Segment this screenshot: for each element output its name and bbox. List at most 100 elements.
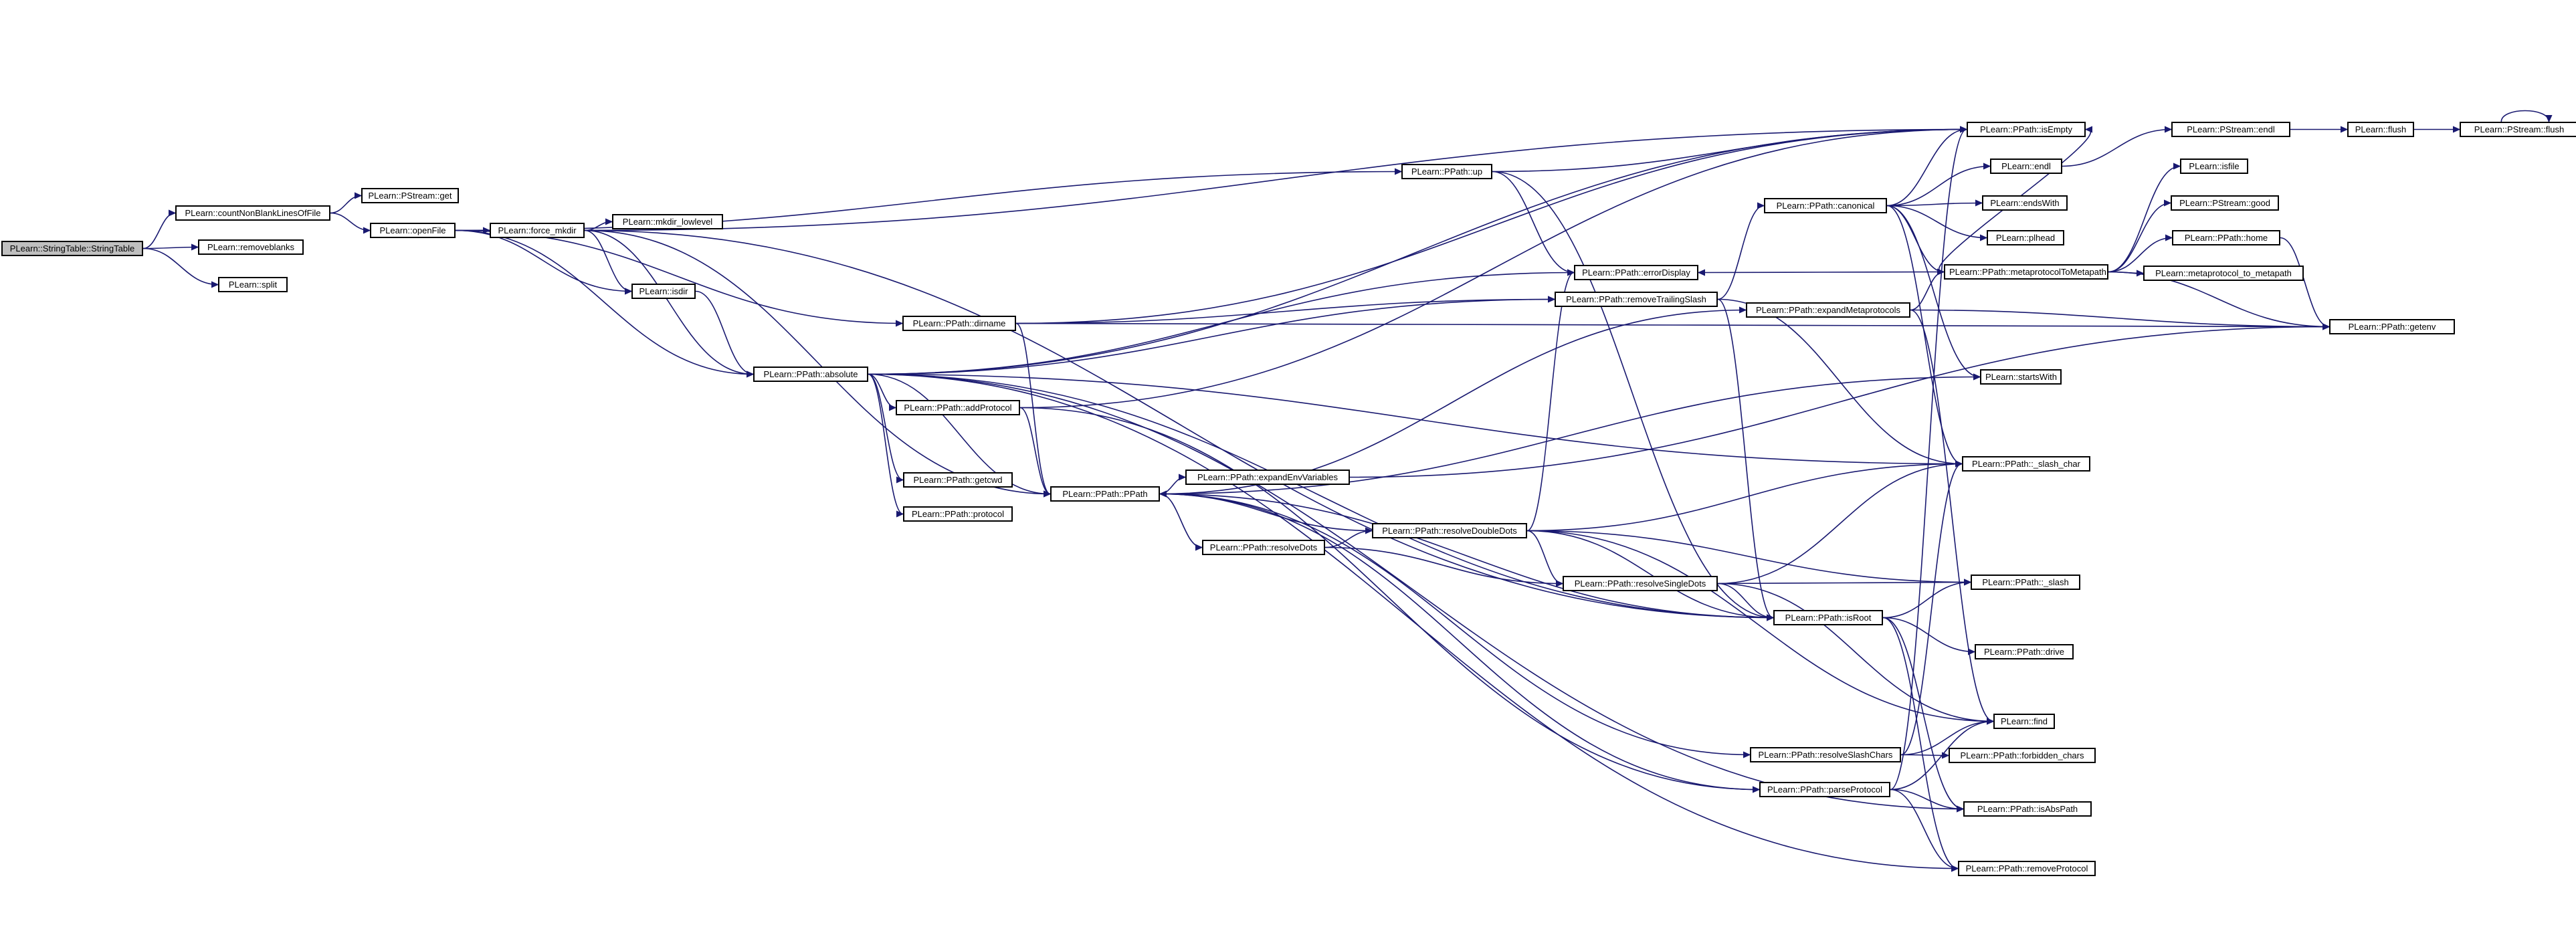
edge-countnonblank-to-pstream_get: [330, 196, 361, 214]
node-openfile[interactable]: PLearn::openFile: [370, 223, 456, 238]
edge-stringtable-to-split: [142, 247, 218, 285]
node-getenv[interactable]: PLearn::PPath::getenv: [2329, 319, 2455, 334]
edge-ppath-to-parseprotocol: [1159, 493, 1759, 790]
node-split[interactable]: PLearn::split: [218, 277, 288, 292]
node-isroot[interactable]: PLearn::PPath::isRoot: [1773, 610, 1883, 625]
edge-absolute-to-isroot: [868, 373, 1773, 618]
edge-absolute-to-slash_char: [868, 373, 1962, 464]
edge-removetrailingslash-to-isroot: [1717, 298, 1773, 618]
node-removeprotocol[interactable]: PLearn::PPath::removeProtocol: [1958, 861, 2096, 876]
edge-force_mkdir-to-mkdir_lowlevel: [584, 222, 612, 231]
edge-metaprotocoltometapath-to-pstream_good: [2108, 203, 2171, 273]
node-drive[interactable]: PLearn::PPath::drive: [1975, 644, 2074, 659]
node-getcwd[interactable]: PLearn::PPath::getcwd: [903, 472, 1013, 488]
edge-ppath-to-expandenv: [1159, 478, 1185, 495]
edge-resolvedoubledots-to-isroot: [1526, 530, 1773, 618]
edge-addprotocol-to-ppath: [1019, 407, 1050, 494]
node-resolveslashchars[interactable]: PLearn::PPath::resolveSlashChars: [1750, 747, 1901, 762]
edge-resolvedoubledots-to-ppath: [1160, 494, 1373, 532]
edge-resolveslashchars-to-find: [1900, 722, 1993, 756]
edge-resolvesingledots-to-slash_char: [1717, 464, 1962, 585]
edge-openfile-to-up: [455, 172, 1401, 231]
node-protocol[interactable]: PLearn::PPath::protocol: [903, 506, 1013, 522]
node-startswith[interactable]: PLearn::startsWith: [1980, 369, 2062, 385]
node-flush[interactable]: PLearn::flush: [2347, 122, 2414, 137]
node-metaprotocol_to_metapath[interactable]: PLearn::metaprotocol_to_metapath: [2143, 266, 2304, 281]
node-plhead[interactable]: PLearn::plhead: [1987, 230, 2064, 245]
node-errordisplay[interactable]: PLearn::PPath::errorDisplay: [1574, 265, 1698, 280]
edge-removetrailingslash-to-canonical: [1717, 206, 1764, 300]
edge-force_mkdir-to-ppath: [584, 229, 1050, 494]
edge-ppath-to-resolvedots: [1159, 493, 1202, 548]
node-pstream_flush[interactable]: PLearn::PStream::flush: [2460, 122, 2576, 137]
edge-removetrailingslash-to-slash_char: [1717, 298, 1962, 464]
node-countnonblank[interactable]: PLearn::countNonBlankLinesOfFile: [175, 205, 330, 221]
node-endl[interactable]: PLearn::endl: [1990, 159, 2062, 174]
node-metaprotocoltometapath[interactable]: PLearn::PPath::metaprotocolToMetapath: [1944, 264, 2108, 280]
edge-ppath-to-startswith: [1159, 377, 1980, 495]
node-resolvedots[interactable]: PLearn::PPath::resolveDots: [1202, 540, 1325, 555]
edge-resolveslashchars-to-slash_char: [1900, 464, 1962, 756]
edge-absolute-to-isabspath: [868, 373, 1963, 809]
edge-expandenv-to-getenv: [1349, 327, 2329, 478]
edge-dirname-to-removetrailingslash: [1015, 300, 1555, 324]
edge-addprotocol-to-parseprotocol: [1019, 407, 1759, 790]
edge-stringtable-to-removeblanks: [142, 247, 198, 249]
node-removetrailingslash[interactable]: PLearn::PPath::removeTrailingSlash: [1555, 292, 1718, 307]
node-force_mkdir[interactable]: PLearn::force_mkdir: [490, 223, 585, 238]
edge-canonical-to-startswith: [1886, 205, 1980, 377]
edge-canonical-to-endswith: [1886, 203, 1982, 206]
edge-expandmetaprotocols-to-find: [1910, 309, 1993, 722]
node-mkdir_lowlevel[interactable]: PLearn::mkdir_lowlevel: [612, 214, 723, 229]
node-isfile[interactable]: PLearn::isfile: [2180, 159, 2248, 174]
edge-resolvedoubledots-to-errordisplay: [1526, 273, 1574, 532]
node-pstream_get[interactable]: PLearn::PStream::get: [361, 188, 459, 203]
edge-metaprotocoltometapath-to-home: [2108, 238, 2172, 273]
node-absolute[interactable]: PLearn::PPath::absolute: [753, 367, 868, 382]
node-up[interactable]: PLearn::PPath::up: [1401, 164, 1492, 179]
edge-canonical-to-isempty: [1886, 130, 1967, 207]
edge-absolute-to-addprotocol: [868, 373, 896, 408]
edge-metaprotocoltometapath-to-isfile: [2108, 167, 2180, 273]
node-dirname[interactable]: PLearn::PPath::dirname: [902, 316, 1016, 331]
node-isempty[interactable]: PLearn::PPath::isEmpty: [1967, 122, 2086, 137]
edge-up-to-isroot: [1492, 171, 1773, 618]
edge-dirname-to-getenv: [1015, 322, 2329, 327]
edge-countnonblank-to-openfile: [330, 212, 370, 231]
edge-resolvedots-to-resolvedoubledots: [1324, 531, 1372, 548]
node-expandenv[interactable]: PLearn::PPath::expandEnvVariables: [1185, 470, 1350, 485]
edge-expandmetaprotocols-to-metaprotocoltometapath: [1910, 272, 1944, 311]
edge-home-to-getenv: [2280, 237, 2329, 327]
edge-expandmetaprotocols-to-getenv: [1910, 309, 2329, 327]
node-isabspath[interactable]: PLearn::PPath::isAbsPath: [1963, 801, 2092, 817]
node-pstream_good[interactable]: PLearn::PStream::good: [2171, 195, 2279, 211]
node-forbidden_chars[interactable]: PLearn::PPath::forbidden_chars: [1949, 748, 2096, 763]
node-ppath[interactable]: PLearn::PPath::PPath: [1050, 486, 1160, 502]
node-resolvesingledots[interactable]: PLearn::PPath::resolveSingleDots: [1563, 576, 1718, 591]
edge-resolvesingledots-to-slash: [1717, 583, 1971, 584]
edge-dirname-to-isempty: [1015, 130, 1967, 324]
node-find[interactable]: PLearn::find: [1993, 714, 2055, 729]
edge-absolute-to-removeprotocol: [868, 373, 1958, 869]
node-expandmetaprotocols[interactable]: PLearn::PPath::expandMetaprotocols: [1746, 302, 1910, 318]
node-parseprotocol[interactable]: PLearn::PPath::parseProtocol: [1759, 782, 1890, 797]
edge-resolvedoubledots-to-slash: [1526, 530, 1971, 583]
node-isdir[interactable]: PLearn::isdir: [631, 284, 696, 299]
node-pstream_endl[interactable]: PLearn::PStream::endl: [2171, 122, 2290, 137]
node-addprotocol[interactable]: PLearn::PPath::addProtocol: [896, 400, 1020, 415]
node-slash[interactable]: PLearn::PPath::_slash: [1971, 575, 2080, 590]
edge-ppath-to-resolveslashchars: [1159, 493, 1750, 755]
node-removeblanks[interactable]: PLearn::removeblanks: [198, 239, 304, 255]
node-home[interactable]: PLearn::PPath::home: [2172, 230, 2280, 245]
node-endswith[interactable]: PLearn::endsWith: [1982, 195, 2068, 211]
edge-force_mkdir-to-absolute: [584, 229, 753, 375]
edge-parseprotocol-to-removeprotocol: [1890, 789, 1958, 869]
edge-canonical-to-plhead: [1886, 205, 1987, 238]
edge-isroot-to-removeprotocol: [1882, 617, 1958, 869]
node-slash_char[interactable]: PLearn::PPath::_slash_char: [1962, 456, 2090, 472]
edge-metaprotocoltometapath-to-errordisplay: [1698, 272, 1945, 273]
node-canonical[interactable]: PLearn::PPath::canonical: [1764, 198, 1887, 213]
edge-parseprotocol-to-isempty: [1890, 130, 1967, 791]
node-resolvedoubledots[interactable]: PLearn::PPath::resolveDoubleDots: [1372, 523, 1527, 538]
